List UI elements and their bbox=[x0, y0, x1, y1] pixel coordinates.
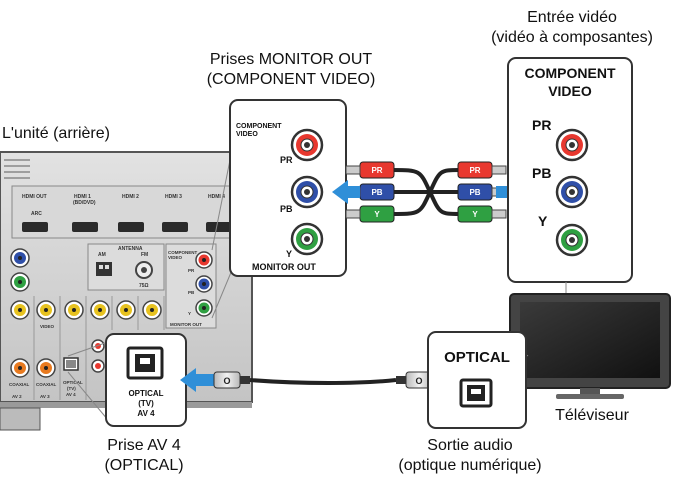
tv-callout-component-1: COMPONENT bbox=[525, 65, 616, 81]
unit-optical-callout: OPTICAL (TV) AV 4 bbox=[105, 333, 187, 427]
unit-optical-label: OPTICAL bbox=[128, 389, 163, 398]
cable-y-left: Y bbox=[374, 210, 380, 219]
av4-jack-caption-line2: (OPTICAL) bbox=[104, 457, 184, 474]
cable-y-right: Y bbox=[472, 210, 478, 219]
optical-plug-right: O bbox=[415, 376, 422, 386]
receiver-rear-panel: HDMI OUT ARC HDMI 1 (BD/DVD) HDMI 2 HDMI… bbox=[0, 151, 253, 431]
panel-fm: FM bbox=[141, 252, 148, 258]
panel-av-jacks bbox=[10, 248, 162, 378]
tv-optical-callout: OPTICAL bbox=[427, 331, 527, 429]
cable-pb-right: PB bbox=[469, 188, 480, 197]
audio-out-caption-line1: Sortie audio bbox=[427, 437, 513, 454]
panel-tv: (TV) bbox=[67, 386, 76, 391]
av4-jack-caption-line1: Prise AV 4 bbox=[107, 437, 181, 454]
optical-cable: O O bbox=[180, 368, 470, 392]
rca-jack-icon bbox=[290, 128, 324, 256]
panel-hdmi-out: HDMI OUT bbox=[22, 194, 47, 200]
panel-av4: AV 4 bbox=[66, 392, 76, 397]
callout-pb-label: PB bbox=[280, 204, 293, 214]
panel-av2: AV 2 bbox=[12, 394, 22, 399]
tv-set bbox=[509, 293, 671, 399]
panel-pb: PB bbox=[188, 290, 195, 295]
panel-pr: PR bbox=[188, 268, 195, 273]
cable-pr-left: PR bbox=[371, 166, 382, 175]
tv-callout-pr-label: PR bbox=[532, 117, 551, 133]
panel-hdmi2: HDMI 2 bbox=[122, 194, 139, 200]
panel-av3: AV 3 bbox=[40, 394, 50, 399]
panel-hdmi1: HDMI 1 bbox=[74, 194, 91, 200]
panel-antenna: ANTENNA bbox=[118, 246, 143, 252]
hdmi-ports bbox=[22, 222, 232, 232]
panel-hdmi3: HDMI 3 bbox=[165, 194, 182, 200]
video-input-caption-line1: Entrée vidéo bbox=[527, 9, 617, 26]
panel-video: VIDEO bbox=[40, 324, 55, 329]
cable-pr-right: PR bbox=[469, 166, 480, 175]
panel-optical: OPTICAL bbox=[63, 380, 83, 385]
optical-plug-left: O bbox=[223, 376, 230, 386]
video-input-caption-line2: (vidéo à composantes) bbox=[491, 29, 653, 46]
unit-rear-caption: L'unité (arrière) bbox=[2, 125, 110, 142]
panel-monitor-out: MONITOR OUT bbox=[170, 322, 202, 327]
panel-component-jacks bbox=[195, 251, 213, 317]
monitor-out-caption-line1: Prises MONITOR OUT bbox=[209, 51, 373, 68]
callout-component-1: COMPONENT bbox=[236, 123, 282, 130]
tv-callout-component-2: VIDEO bbox=[548, 83, 592, 99]
panel-hdmi1-sub: (BD/DVD) bbox=[73, 200, 96, 206]
monitor-out-callout: COMPONENT VIDEO PR PB Y MONITOR OUT bbox=[229, 99, 347, 277]
callout-leader bbox=[211, 149, 233, 251]
tv-optical-label: OPTICAL bbox=[444, 349, 510, 366]
arrow-left-icon bbox=[180, 368, 214, 392]
tv-callout-y-label: Y bbox=[538, 213, 548, 229]
tv-component-callout: COMPONENT VIDEO PR PB Y bbox=[507, 57, 633, 296]
panel-hdmi4: HDMI 4 bbox=[208, 194, 225, 200]
callout-monitor-out: MONITOR OUT bbox=[252, 262, 316, 272]
component-cable: PR PB Y PR PB Y bbox=[332, 161, 524, 223]
tv-callout-pb-label: PB bbox=[532, 165, 551, 181]
panel-y: Y bbox=[188, 311, 191, 316]
cable-pb-left: PB bbox=[371, 188, 382, 197]
callout-pr-label: PR bbox=[280, 155, 293, 165]
panel-am: AM bbox=[98, 252, 106, 258]
callout-y-label: Y bbox=[286, 249, 292, 259]
panel-comp-2: VIDEO bbox=[168, 255, 183, 260]
panel-ohm: 75Ω bbox=[139, 283, 149, 289]
panel-coaxial2: COAXIAL bbox=[36, 382, 57, 387]
optical-port-icon bbox=[126, 346, 164, 380]
unit-optical-av4: AV 4 bbox=[137, 409, 155, 418]
optical-port-icon bbox=[459, 378, 493, 408]
arrow-left-icon bbox=[332, 180, 360, 204]
panel-coaxial1: COAXIAL bbox=[9, 382, 30, 387]
tv-caption: Téléviseur bbox=[555, 407, 629, 424]
monitor-out-caption-line2: (COMPONENT VIDEO) bbox=[206, 71, 376, 88]
panel-arc: ARC bbox=[31, 211, 42, 217]
audio-out-caption-line2: (optique numérique) bbox=[398, 457, 542, 474]
callout-component-2: VIDEO bbox=[236, 131, 258, 138]
panel-comp-1: COMPONENT bbox=[168, 250, 198, 255]
unit-optical-tv: (TV) bbox=[138, 399, 154, 408]
